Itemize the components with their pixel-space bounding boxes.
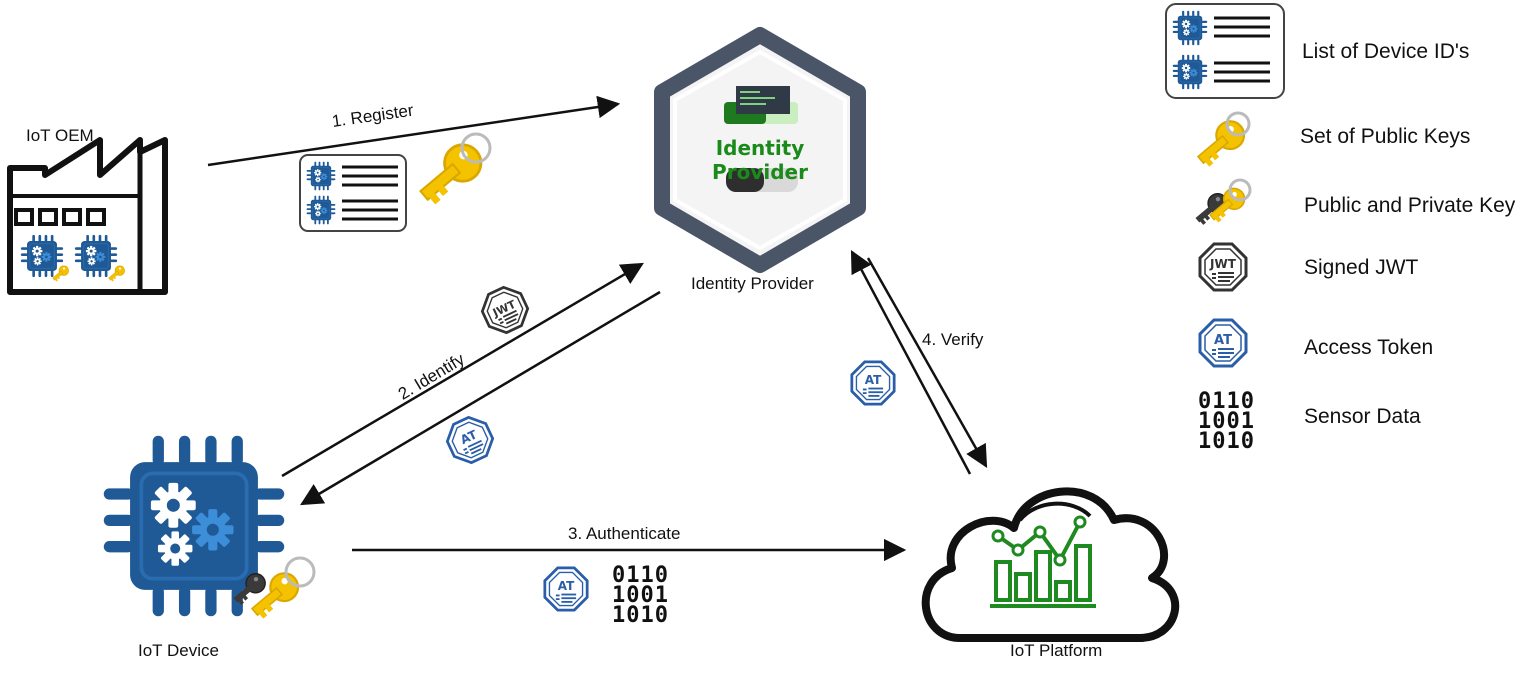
node-label-identity-provider: Identity Provider [691, 274, 814, 293]
arrow-verify-request [850, 250, 972, 475]
access-token-icon-verify: AT [850, 360, 896, 406]
factory-icon [7, 137, 168, 295]
legend-sensor-bits-row: 0110 [1198, 389, 1255, 414]
legend: JWT AT [1165, 3, 1285, 368]
node-label-device: IoT Device [138, 641, 219, 660]
legend-device-id-list-icon [1165, 3, 1285, 99]
access-token-label-verify: AT [865, 373, 882, 387]
sensor-bits-row: 1010 [612, 603, 669, 628]
iot-platform-cloud-icon [921, 487, 1180, 642]
legend-access-token-icon: AT [1198, 318, 1248, 368]
legend-sensor-data-icon: 0110 1001 1010 [1198, 389, 1255, 454]
edge-label-authenticate: 3. Authenticate [568, 524, 681, 543]
legend-label-device-ids: List of Device ID's [1302, 40, 1470, 63]
svg-text:JWT: JWT [1209, 257, 1237, 271]
access-token-label-identify: AT [458, 427, 480, 447]
svg-text:AT: AT [1214, 333, 1232, 348]
edge-label-verify: 4. Verify [922, 330, 984, 349]
device-id-list-card-icon [300, 155, 406, 231]
node-label-platform: IoT Platform [1010, 641, 1103, 660]
access-token-icon-authenticate: AT [543, 566, 589, 612]
legend-label-jwt: Signed JWT [1304, 256, 1419, 279]
arrow-register [207, 95, 621, 167]
sensor-bits-row: 1001 [612, 583, 669, 608]
terminal-icon [724, 86, 798, 124]
arrow-verify-response [866, 257, 988, 468]
identity-provider-hexagon [654, 27, 866, 273]
toggle-icon [726, 168, 798, 192]
legend-label-access-token: Access Token [1304, 336, 1434, 359]
jwt-token-icon: JWT [475, 280, 535, 340]
iot-device-chip-icon [104, 436, 316, 624]
node-label-oem: IoT OEM [26, 126, 94, 145]
identity-provider-badge-title: Identity Provider [712, 136, 808, 184]
sensor-bits-row: 0110 [612, 563, 669, 588]
legend-sensor-bits-row: 1001 [1198, 409, 1255, 434]
bar-chart-icon [990, 521, 1096, 608]
arrow-identify-request [281, 262, 644, 478]
legend-jwt-icon: JWT [1198, 242, 1248, 292]
public-keys-icon [411, 135, 490, 211]
legend-sensor-bits-row: 1010 [1198, 429, 1255, 454]
access-token-label-authenticate: AT [558, 579, 575, 593]
access-token-icon-identify: AT [440, 410, 500, 470]
legend-label-sensor-data: Sensor Data [1304, 405, 1421, 428]
legend-label-public-keys: Set of Public Keys [1300, 125, 1471, 148]
sensor-data-bits: 0110 1001 1010 [612, 563, 669, 628]
legend-key-pair-icon [1190, 178, 1252, 229]
arrow-identify-response [300, 290, 661, 506]
legend-public-keys-icon [1190, 111, 1251, 172]
legend-label-key-pair: Public and Private Key [1304, 194, 1516, 217]
